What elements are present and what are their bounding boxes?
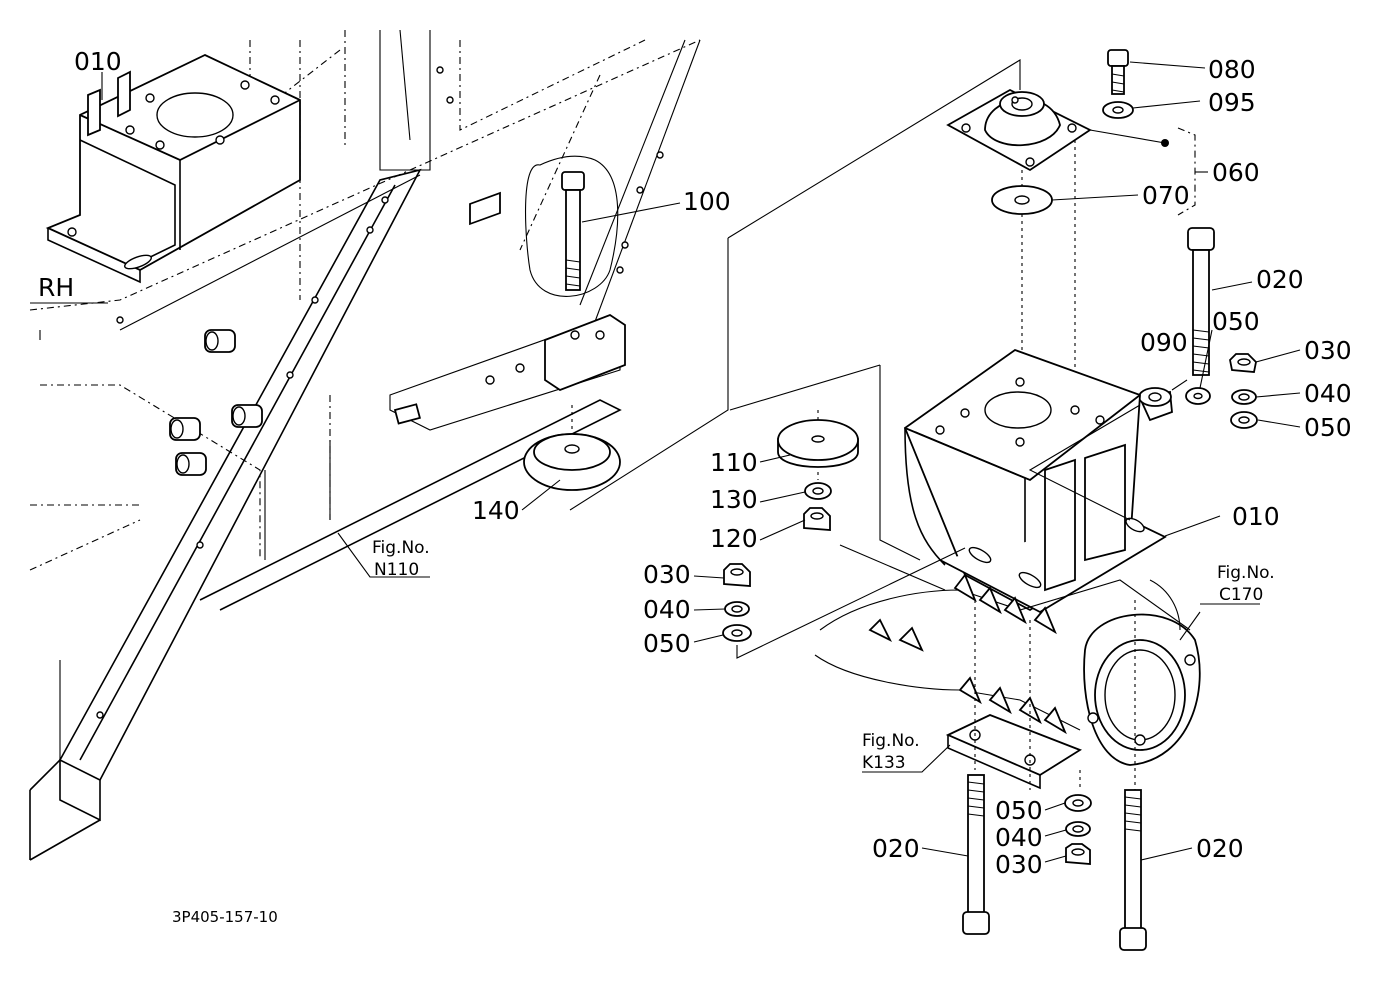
- part-label-070: 070: [1142, 181, 1190, 210]
- figure-references: Fig.No. N110 Fig.No. C170 Fig.No. K133: [372, 538, 1275, 773]
- lockwasher-130-icon: [804, 482, 832, 500]
- bushing-icon: [169, 329, 263, 476]
- mount-panel-outline: [569, 59, 1021, 561]
- part-label-040-lower: 040: [995, 823, 1043, 852]
- fig-ref-c170: C170: [1219, 585, 1263, 605]
- part-label-040-right: 040: [1304, 379, 1352, 408]
- nut-030-icon: [1229, 353, 1257, 373]
- washer-050-icon: [1185, 387, 1211, 405]
- part-label-130: 130: [710, 485, 758, 514]
- part-label-030-lower: 030: [995, 850, 1043, 879]
- fig-ref-k133: K133: [862, 753, 906, 773]
- lockwasher-040-icon: [1231, 389, 1257, 405]
- part-label-rh: RH: [38, 273, 74, 302]
- mount-bracket-left-icon: [45, 54, 301, 284]
- bolt-100-icon: [525, 155, 619, 297]
- washer-070-icon: [991, 140, 1076, 395]
- washer-095-icon: [1102, 101, 1134, 119]
- part-label-030-right: 030: [1304, 336, 1352, 365]
- part-label-020-lower-right: 020: [1196, 834, 1244, 863]
- part-label-040-left: 040: [643, 595, 691, 624]
- part-label-050-upper: 050: [1212, 307, 1260, 336]
- part-label-095: 095: [1208, 88, 1256, 117]
- nut-030b-icon: [1065, 843, 1091, 865]
- drawing-code: 3P405-157-10: [172, 908, 278, 926]
- frame-structure: [29, 29, 701, 861]
- spacer-110-icon: [777, 410, 859, 480]
- mount-bracket-right-icon: [903, 348, 1167, 614]
- bolt-020-lower-left-icon: [962, 774, 990, 935]
- rail-plate-icon: [389, 191, 626, 431]
- fig-ref-n110-prefix: Fig.No.: [372, 538, 430, 558]
- washer-050c-icon: [1064, 794, 1092, 812]
- fig-ref-c170-prefix: Fig.No.: [1217, 563, 1275, 583]
- part-label-010-left: 010: [74, 47, 122, 76]
- bushing-090-icon: [1138, 387, 1173, 422]
- part-label-060: 060: [1212, 158, 1260, 187]
- part-label-050-lower: 050: [995, 796, 1043, 825]
- leader-lines: [30, 61, 1301, 863]
- part-labels: 010 RH 100 140 080 095 060 070 020 090 0…: [38, 47, 1352, 879]
- fig-ref-n110: N110: [374, 560, 419, 580]
- mount-pad-140-icon: [523, 405, 621, 491]
- part-label-090: 090: [1140, 328, 1188, 357]
- part-label-140: 140: [472, 496, 520, 525]
- bolt-080-icon: [1107, 49, 1129, 95]
- part-label-010-right: 010: [1232, 502, 1280, 531]
- part-label-020-lower-left: 020: [872, 834, 920, 863]
- bolt-020-upper-icon: [1187, 227, 1215, 376]
- part-label-100: 100: [683, 187, 731, 216]
- part-label-050-left: 050: [643, 629, 691, 658]
- washer-050b-icon: [1230, 411, 1258, 429]
- rubber-mount-060-icon: [946, 88, 1196, 216]
- part-label-120: 120: [710, 524, 758, 553]
- fig-ref-k133-prefix: Fig.No.: [862, 731, 920, 751]
- bolt-020-lower-right-icon: [1119, 789, 1147, 951]
- lockwasher-040b-icon: [1065, 821, 1091, 837]
- part-label-080: 080: [1208, 55, 1256, 84]
- part-label-030-left: 030: [643, 560, 691, 589]
- washer-050d-icon: [722, 547, 966, 659]
- gear-housing-icon: [814, 544, 1201, 790]
- part-label-050-right: 050: [1304, 413, 1352, 442]
- part-label-020-upper: 020: [1256, 265, 1304, 294]
- nut-030c-icon: [723, 563, 751, 587]
- nut-120-icon: [803, 507, 831, 531]
- part-label-110: 110: [710, 448, 758, 477]
- lockwasher-040c-icon: [724, 601, 750, 617]
